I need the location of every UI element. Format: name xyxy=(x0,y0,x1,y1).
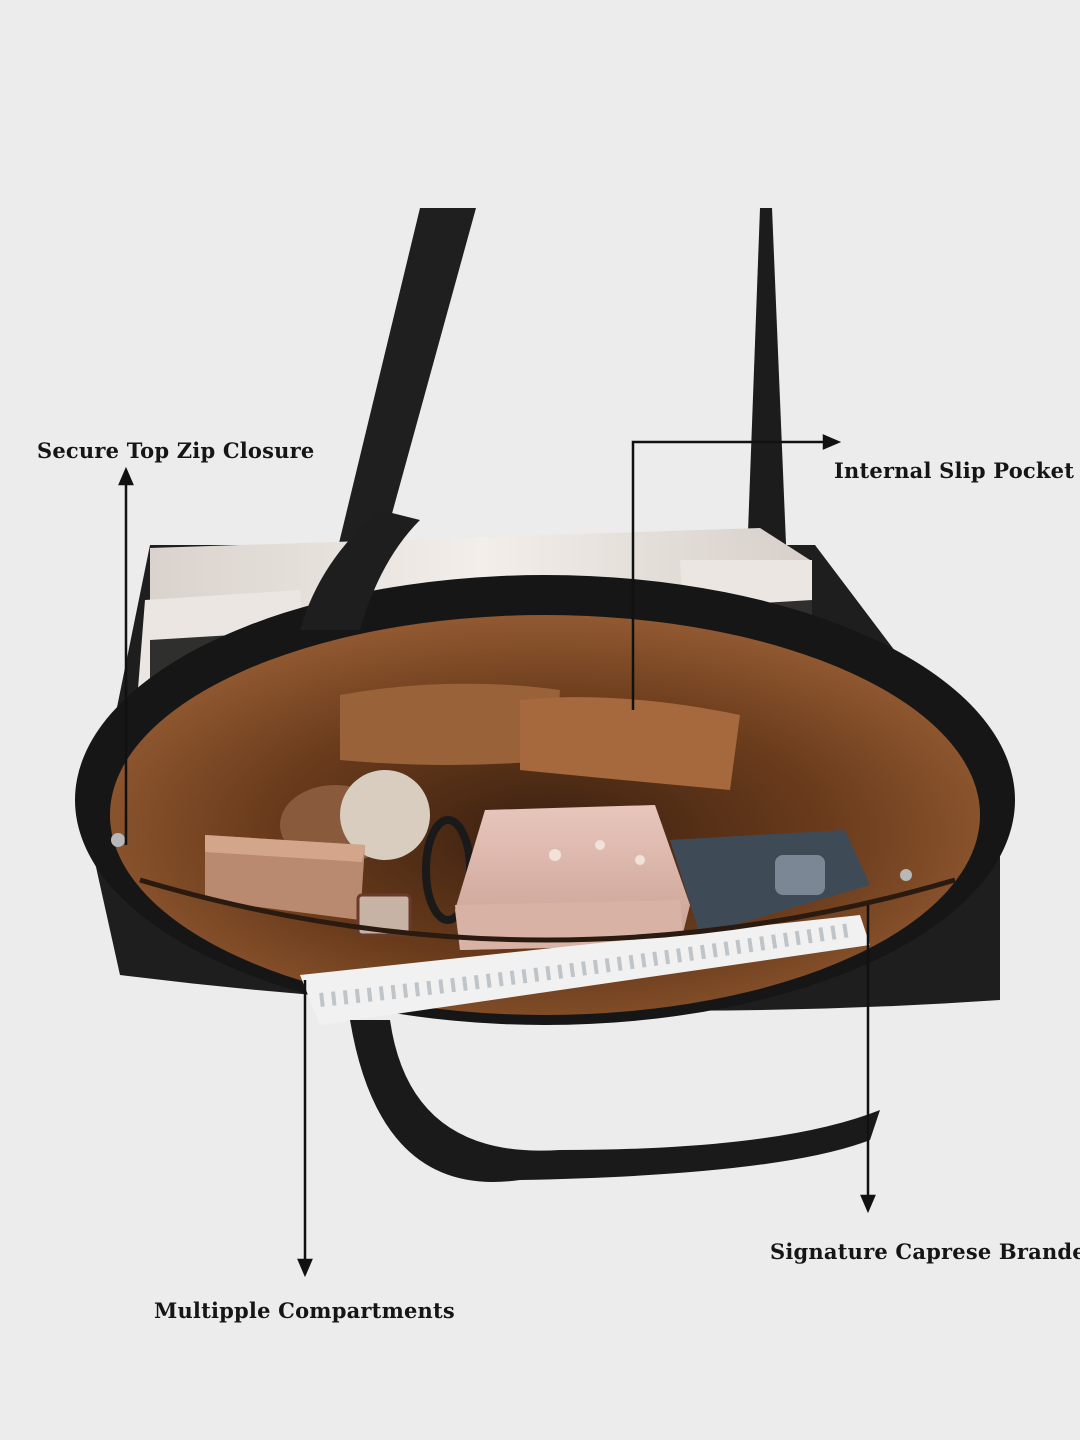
compartments-arrowhead xyxy=(297,1258,313,1278)
spiral-notebook xyxy=(300,915,870,1025)
lipstick xyxy=(356,893,412,937)
slip-pocket-label: Internal Slip Pocket xyxy=(834,458,1075,483)
inner-zip xyxy=(139,877,956,943)
wallet xyxy=(455,805,690,950)
zip-closure-arrowhead xyxy=(118,466,134,486)
zip-closure-label: Secure Top Zip Closure xyxy=(37,438,315,463)
branded-label: Signature Caprese Branded xyxy=(770,1239,1080,1264)
zip-pull-icon xyxy=(111,833,125,847)
annotation-arrows xyxy=(118,434,876,1278)
compartments-label: Multipple Compartments xyxy=(154,1298,455,1323)
zip-pull-icon xyxy=(900,869,912,881)
slip-pocket-arrowhead xyxy=(822,434,842,450)
compact-case xyxy=(205,770,430,920)
slip-pocket xyxy=(340,683,740,790)
bag-strap-front xyxy=(300,510,880,1182)
slip-pocket-arrow xyxy=(631,440,825,710)
branded-arrowhead xyxy=(860,1194,876,1214)
phone xyxy=(670,830,870,935)
